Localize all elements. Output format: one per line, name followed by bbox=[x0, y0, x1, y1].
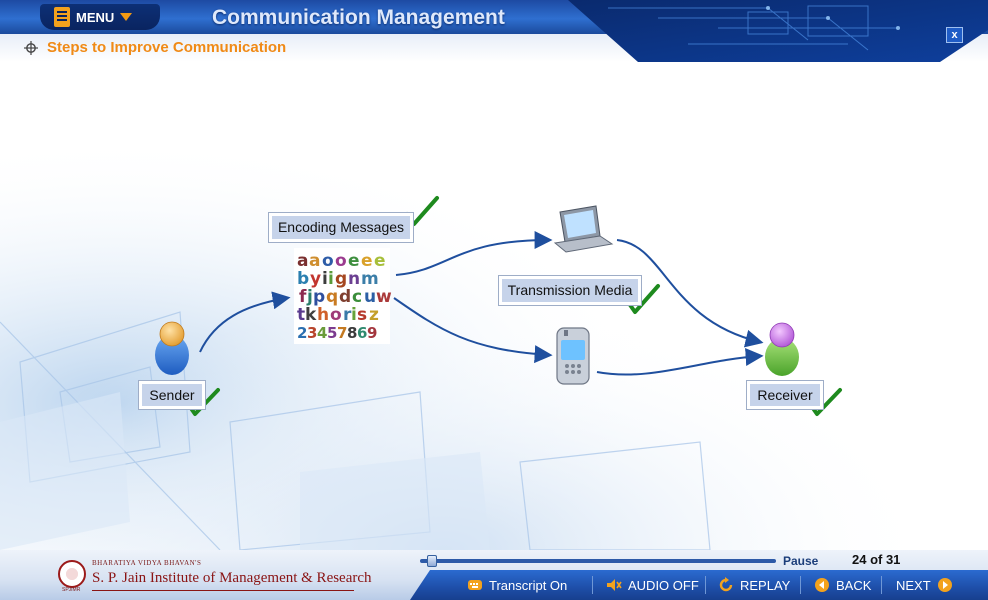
transcript-button[interactable]: Transcript On bbox=[467, 576, 567, 594]
svg-text:h: h bbox=[317, 305, 329, 325]
page-title: Steps to Improve Communication bbox=[47, 39, 287, 56]
svg-text:b: b bbox=[297, 269, 309, 289]
page-counter: 24 of 31 bbox=[852, 552, 901, 567]
close-button[interactable]: x bbox=[946, 27, 963, 43]
crosshair-icon bbox=[24, 41, 38, 55]
svg-text:g: g bbox=[335, 269, 347, 289]
keyboard-icon bbox=[468, 580, 482, 590]
replay-icon bbox=[719, 577, 733, 592]
separator bbox=[705, 576, 706, 594]
arrow-encoding-to-laptop bbox=[395, 231, 553, 276]
replay-button[interactable]: REPLAY bbox=[718, 576, 790, 594]
laptop-icon bbox=[553, 205, 614, 253]
svg-text:i: i bbox=[328, 269, 334, 289]
logo-rule bbox=[92, 590, 354, 591]
arrow-sender-to-encoding bbox=[199, 291, 291, 353]
svg-text:o: o bbox=[335, 251, 347, 271]
next-button[interactable]: NEXT bbox=[896, 576, 953, 594]
svg-text:i: i bbox=[322, 269, 328, 289]
receiver-label: Receiver bbox=[746, 380, 824, 410]
separator bbox=[800, 576, 801, 594]
svg-text:e: e bbox=[348, 251, 360, 271]
menu-label: MENU bbox=[76, 9, 115, 25]
svg-text:c: c bbox=[352, 287, 362, 307]
arrow-phone-to-receiver bbox=[596, 347, 764, 376]
background-decoration bbox=[0, 62, 988, 550]
svg-text:n: n bbox=[348, 269, 360, 289]
svg-text:o: o bbox=[322, 251, 334, 271]
svg-text:5: 5 bbox=[327, 324, 337, 342]
audio-label: AUDIO OFF bbox=[628, 577, 699, 593]
svg-text:a: a bbox=[297, 251, 308, 271]
svg-text:d: d bbox=[339, 287, 351, 307]
transmission-media-label: Transmission Media bbox=[498, 275, 642, 306]
svg-text:j: j bbox=[306, 287, 313, 307]
header-tech-graphic bbox=[568, 0, 988, 62]
encoding-messages-label: Encoding Messages bbox=[268, 212, 414, 243]
back-button[interactable]: BACK bbox=[814, 576, 871, 594]
back-label: BACK bbox=[836, 577, 872, 593]
course-title: Communication Management bbox=[212, 6, 505, 29]
pause-button[interactable]: Pause bbox=[783, 554, 819, 568]
svg-text:y: y bbox=[310, 269, 321, 289]
svg-text:9: 9 bbox=[367, 324, 377, 342]
svg-text:s: s bbox=[357, 305, 367, 325]
separator bbox=[592, 576, 593, 594]
svg-text:6: 6 bbox=[357, 324, 367, 342]
arrow-laptop-to-receiver bbox=[616, 239, 764, 348]
arrow-encoding-to-phone bbox=[393, 297, 553, 364]
svg-text:t: t bbox=[297, 305, 305, 325]
svg-text:u: u bbox=[364, 287, 376, 307]
svg-text:p: p bbox=[313, 287, 325, 307]
svg-text:o: o bbox=[330, 305, 342, 325]
receiver-person-icon bbox=[765, 322, 799, 376]
svg-text:3: 3 bbox=[307, 324, 317, 342]
controls-band bbox=[410, 570, 988, 600]
back-arrow-icon bbox=[815, 578, 829, 592]
svg-text:2: 2 bbox=[297, 324, 307, 342]
svg-text:k: k bbox=[305, 305, 317, 325]
logo-small-text: BHARATIYA VIDYA BHAVAN'S bbox=[92, 559, 202, 567]
svg-text:7: 7 bbox=[337, 324, 347, 342]
svg-text:8: 8 bbox=[347, 324, 357, 342]
mobile-phone-icon bbox=[556, 327, 590, 385]
institute-seal-icon bbox=[58, 560, 86, 588]
alphabet-letters-image: a a o o e e e b y i i g n m f j p q d c … bbox=[294, 248, 392, 344]
header-bar: MENU Communication Management x Steps to… bbox=[0, 0, 988, 62]
svg-text:e: e bbox=[374, 251, 386, 271]
svg-text:e: e bbox=[361, 251, 373, 271]
logo-name: S. P. Jain Institute of Management & Res… bbox=[92, 570, 372, 586]
footer-bar: BHARATIYA VIDYA BHAVAN'S S. P. Jain Inst… bbox=[0, 550, 988, 600]
svg-text:m: m bbox=[361, 269, 379, 289]
sender-label: Sender bbox=[138, 380, 206, 410]
menu-caret-icon bbox=[120, 13, 133, 21]
next-label: NEXT bbox=[896, 577, 931, 593]
speaker-muted-icon bbox=[607, 579, 622, 591]
sender-person-icon bbox=[155, 321, 189, 375]
transcript-label: Transcript On bbox=[489, 577, 568, 593]
progress-track[interactable] bbox=[420, 559, 776, 563]
svg-text:i: i bbox=[351, 305, 357, 325]
progress-slider-handle[interactable] bbox=[427, 555, 438, 567]
svg-text:r: r bbox=[343, 305, 352, 325]
svg-text:4: 4 bbox=[317, 324, 327, 342]
svg-text:a: a bbox=[309, 251, 320, 271]
next-arrow-icon bbox=[937, 578, 952, 592]
menu-list-icon bbox=[54, 7, 70, 27]
svg-text:z: z bbox=[369, 305, 379, 325]
svg-text:q: q bbox=[326, 287, 338, 307]
institute-logo: BHARATIYA VIDYA BHAVAN'S S. P. Jain Inst… bbox=[54, 557, 372, 597]
replay-label: REPLAY bbox=[740, 577, 791, 593]
menu-button[interactable]: MENU bbox=[40, 4, 160, 30]
svg-text:f: f bbox=[299, 287, 307, 307]
separator bbox=[881, 576, 882, 594]
audio-toggle-button[interactable]: AUDIO OFF bbox=[606, 576, 699, 594]
logo-tag: SPJIMR bbox=[62, 587, 81, 593]
communication-flow-diagram: a a o o e e e b y i i g n m f j p q d c … bbox=[155, 196, 842, 416]
svg-text:w: w bbox=[376, 287, 392, 307]
